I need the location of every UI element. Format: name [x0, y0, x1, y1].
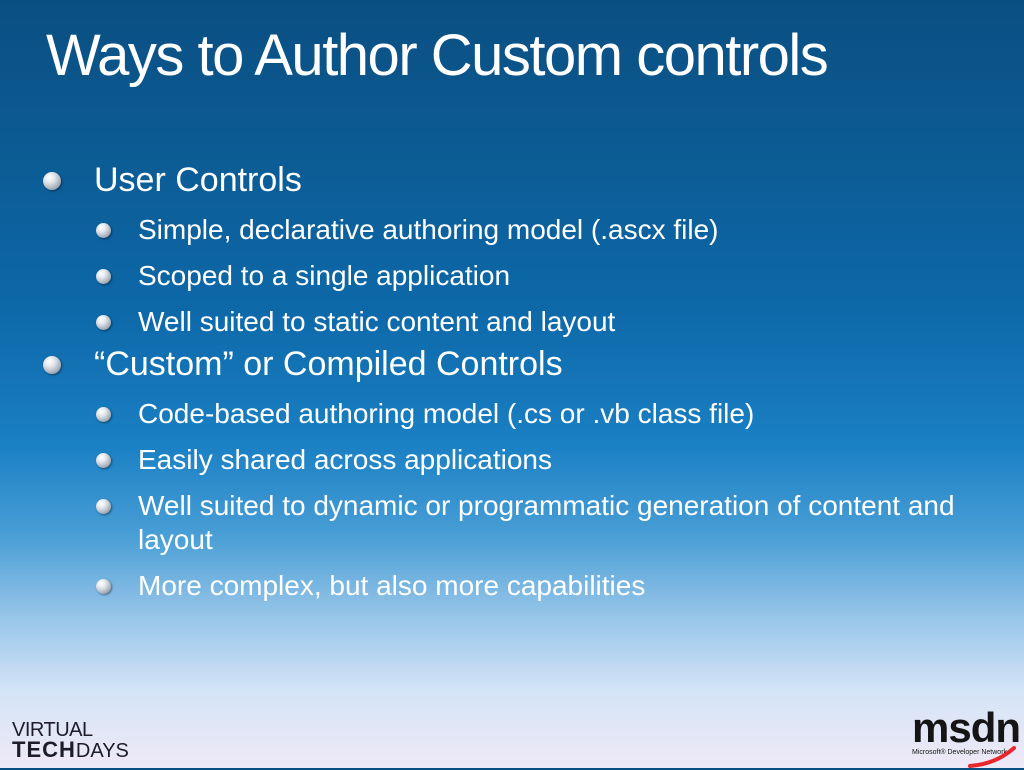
logo-techdays-line: TECHDAYS	[12, 737, 129, 762]
bullet-text: Scoped to a single application	[138, 260, 511, 291]
bullet-text: Well suited to dynamic or programmatic g…	[138, 490, 955, 555]
msdn-subtitle: Microsoft® Developer Network	[912, 749, 1008, 756]
bullet-item: User Controls	[0, 159, 1024, 201]
bullet-text: Simple, declarative authoring model (.as…	[138, 214, 719, 245]
logo-days-text: DAYS	[75, 740, 129, 762]
sub-bullet-item: Well suited to static content and layout	[0, 305, 1024, 339]
sphere-bullet-icon	[96, 315, 111, 330]
sphere-bullet-icon	[96, 453, 111, 468]
msdn-swoosh-icon	[968, 746, 1016, 768]
sub-bullet-item: Scoped to a single application	[0, 259, 1024, 293]
sub-bullet-item: Easily shared across applications	[0, 443, 1024, 477]
logo-virtual-text: VIRTUAL	[12, 719, 93, 741]
sphere-bullet-icon	[96, 579, 111, 594]
sub-bullet-item: More complex, but also more capabilities	[0, 569, 1024, 603]
bullet-text: User Controls	[94, 161, 302, 199]
sphere-bullet-icon	[96, 269, 111, 284]
bullet-text: Code-based authoring model (.cs or .vb c…	[138, 398, 755, 429]
sub-bullet-item: Well suited to dynamic or programmatic g…	[0, 489, 1024, 557]
msdn-wordmark: msdn	[912, 704, 1021, 751]
bullet-text: Easily shared across applications	[138, 444, 552, 475]
sphere-bullet-icon	[96, 407, 111, 422]
bullet-text: Well suited to static content and layout	[138, 306, 616, 337]
bullet-item: “Custom” or Compiled Controls	[0, 343, 1024, 385]
bullet-list: User Controls Simple, declarative author…	[0, 155, 1024, 603]
bullet-text: More complex, but also more capabilities	[138, 570, 646, 601]
sphere-bullet-icon	[43, 172, 61, 190]
logo-tech-text: TECH	[12, 737, 76, 762]
sub-bullet-item: Code-based authoring model (.cs or .vb c…	[0, 397, 1024, 431]
sub-bullet-item: Simple, declarative authoring model (.as…	[0, 213, 1024, 247]
bullet-text: “Custom” or Compiled Controls	[94, 345, 563, 383]
sphere-bullet-icon	[43, 356, 61, 374]
sphere-bullet-icon	[96, 223, 111, 238]
sphere-bullet-icon	[96, 499, 111, 514]
virtual-techdays-logo: VIRTUAL TECHDAYS	[12, 720, 129, 761]
msdn-logo: msdn Microsoft® Developer Network	[912, 704, 1021, 768]
slide-title: Ways to Author Custom controls	[46, 23, 829, 88]
